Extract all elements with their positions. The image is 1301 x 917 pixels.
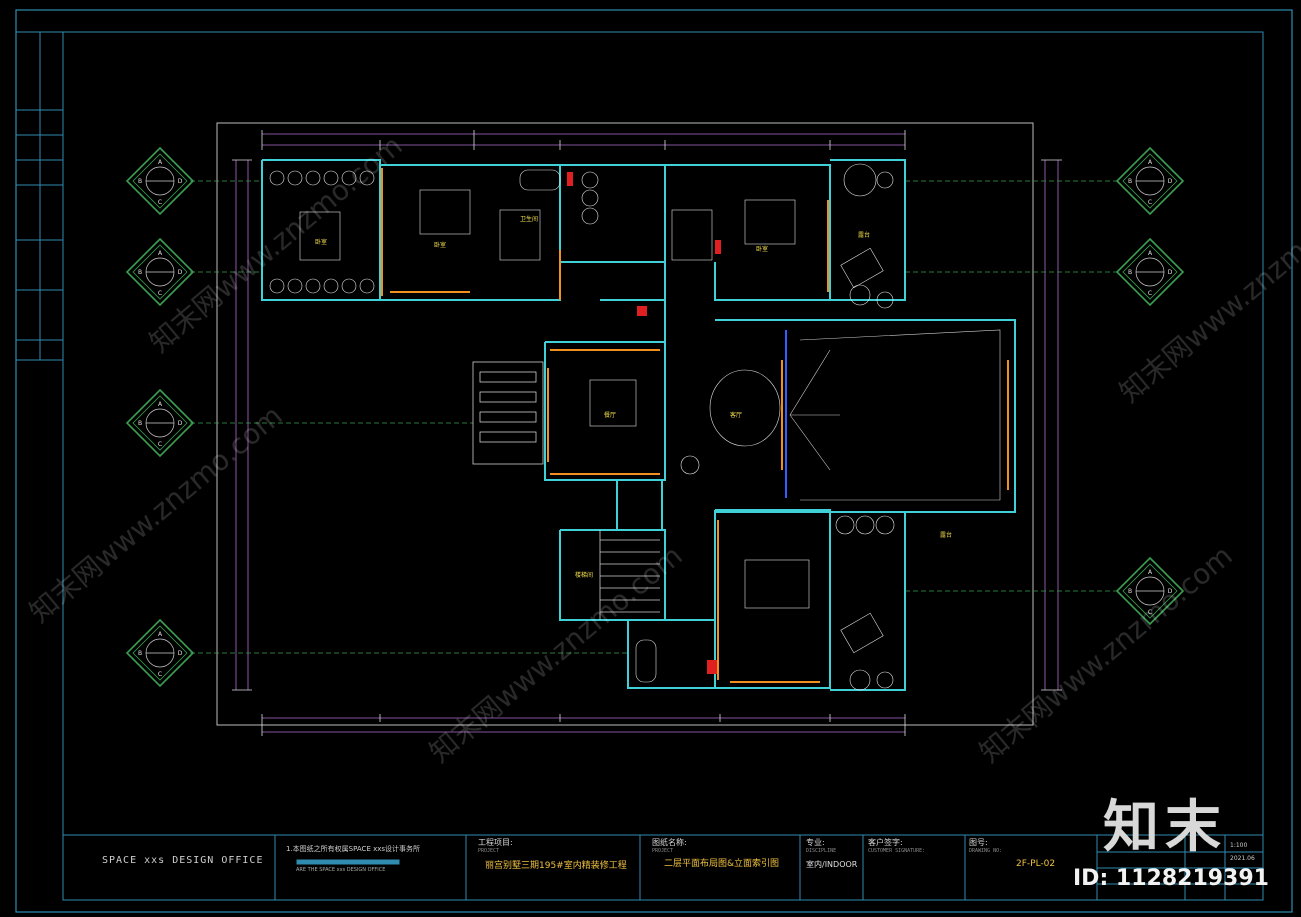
date-value: 2021.06 <box>1230 855 1255 862</box>
signature-sub: CUSTOMER SIGNATURE: <box>868 848 926 854</box>
marker-letter: B <box>1128 269 1132 276</box>
door-markers <box>567 172 721 674</box>
marker-letter: C <box>1148 609 1152 616</box>
marker-letter: D <box>178 178 183 185</box>
marker-letter: C <box>1148 290 1152 297</box>
dimension-ticks <box>232 130 1062 736</box>
marker-letter: C <box>158 671 162 678</box>
marker-letter: C <box>158 441 162 448</box>
marker-letter: A <box>1148 569 1153 576</box>
signature-label: 客户签字: <box>868 838 903 847</box>
marker-letter: D <box>178 420 183 427</box>
ownership-note-sub: ARE THE SPACE xxs DESIGN OFFICE <box>296 867 386 873</box>
stair-left <box>472 361 660 620</box>
drawing-name-label: 图纸名称: <box>652 838 687 847</box>
marker-letter: B <box>138 178 142 185</box>
marker-letter: C <box>158 290 162 297</box>
plan-border <box>216 122 1034 726</box>
brand-logo: 知末 <box>1103 795 1227 860</box>
marker-letter: A <box>158 631 163 638</box>
drawing-no-sub: DRAWING NO: <box>969 848 1003 854</box>
marker-letter: C <box>158 199 162 206</box>
dimension-lines <box>235 133 1059 733</box>
marker-letter: D <box>178 650 183 657</box>
drawing-frame <box>15 9 1293 913</box>
elevation-index-marker: A B C D <box>1115 556 1185 626</box>
marker-letter: B <box>1128 588 1132 595</box>
elevation-index-marker: A B C D <box>125 146 195 216</box>
marker-letter: B <box>1128 178 1132 185</box>
elevation-index-marker: A B C D <box>125 388 195 458</box>
void-diagram <box>789 329 1001 501</box>
elevation-index-marker: A B C D <box>125 237 195 307</box>
office-name: SPACE xxs DESIGN OFFICE <box>102 855 264 866</box>
plants <box>269 163 895 691</box>
marker-letter: B <box>138 420 142 427</box>
furniture <box>299 169 884 683</box>
drawing-name-sub: PROJECT <box>652 848 674 854</box>
drawing-no-label: 图号: <box>969 838 988 847</box>
drawing-name-value: 二层平面布局图&立面索引图 <box>664 859 780 869</box>
image-id: ID: 1128219391 <box>1073 866 1269 891</box>
drawing-no-value: 2F-PL-02 <box>1016 859 1056 869</box>
marker-letter: C <box>1148 199 1152 206</box>
marker-letter: B <box>138 650 142 657</box>
scale-value: 1:100 <box>1230 842 1248 849</box>
marker-letter: D <box>1168 269 1173 276</box>
elevation-index-marker: A B C D <box>1115 237 1185 307</box>
discipline-label: 专业: <box>806 838 825 847</box>
elevation-index-marker: A B C D <box>125 618 195 688</box>
marker-letter: B <box>138 269 142 276</box>
window-marks <box>381 168 1009 683</box>
discipline-value: 室内/INDOOR <box>806 860 858 869</box>
elevation-index-markers: A B C D A B C D A B C D A B C D A B C D A B C D A B C D <box>125 146 1185 688</box>
index-lines <box>190 180 1118 654</box>
elevation-index-marker: A B C D <box>1115 146 1185 216</box>
project-value: 丽宫别墅三期195#室内精装修工程 <box>485 861 627 871</box>
marker-letter: A <box>158 250 163 257</box>
marker-letter: D <box>178 269 183 276</box>
walls <box>261 159 1016 691</box>
marker-letter: A <box>1148 159 1153 166</box>
ownership-note: 1.本图纸之所有权属SPACE xxs设计事务所 <box>286 845 421 853</box>
discipline-sub: DISCIPLINE <box>806 848 837 854</box>
project-label: 工程项目: <box>478 838 513 847</box>
title-block <box>63 834 1263 900</box>
marker-letter: D <box>1168 178 1173 185</box>
marker-letter: A <box>158 159 163 166</box>
project-sub: PROJECT <box>478 848 500 854</box>
marker-letter: A <box>158 401 163 408</box>
marker-letter: D <box>1168 588 1173 595</box>
marker-letter: A <box>1148 250 1153 257</box>
